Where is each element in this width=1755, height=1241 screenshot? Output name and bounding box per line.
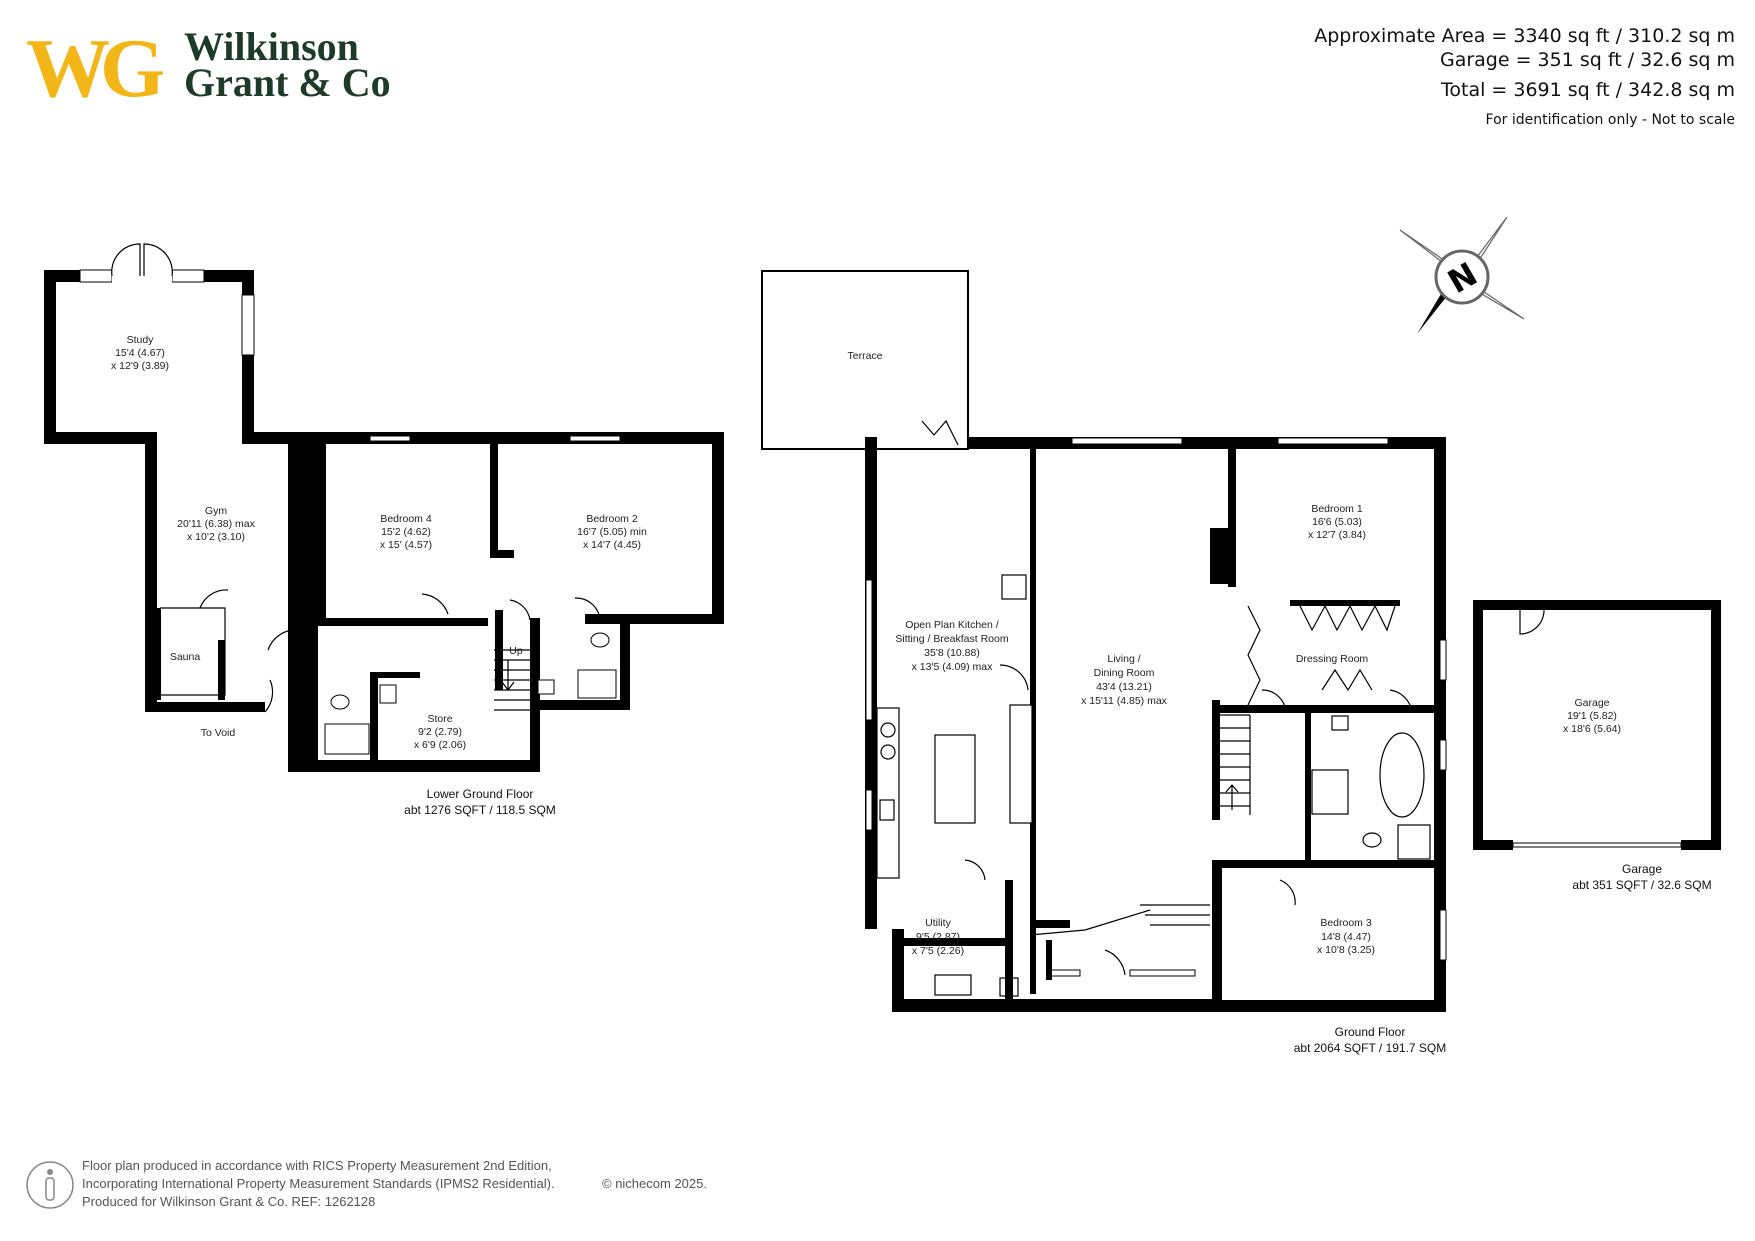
- garage-area: abt 351 SQFT / 32.6 SQM: [1572, 878, 1711, 892]
- room-dressing-name: Dressing Room: [1296, 653, 1369, 665]
- room-bedroom4-name: Bedroom 4: [380, 513, 432, 525]
- room-garage-dim2: x 18'6 (5.64): [1563, 723, 1621, 735]
- logo-name-line1: Wilkinson: [184, 24, 359, 69]
- room-living-name1: Living /: [1107, 653, 1140, 665]
- area-garage: Garage = 351 sq ft / 32.6 sq m: [1440, 49, 1735, 71]
- room-garage-dim1: 19'1 (5.82): [1567, 710, 1617, 722]
- room-bedroom4-dim2: x 15' (4.57): [380, 539, 432, 551]
- room-bedroom2-dim2: x 14'7 (4.45): [583, 539, 641, 551]
- lower-ground-title: Lower Ground Floor: [427, 787, 534, 801]
- footer-line2: Incorporating International Property Mea…: [82, 1176, 555, 1191]
- room-bedroom1-name: Bedroom 1: [1311, 503, 1363, 515]
- room-bedroom2-name: Bedroom 2: [586, 513, 638, 525]
- area-total: Total = 3691 sq ft / 342.8 sq m: [1440, 79, 1735, 101]
- brand-logo: WG Wilkinson Grant & Co: [26, 22, 391, 115]
- room-store-name: Store: [427, 713, 452, 725]
- room-bedroom3-name: Bedroom 3: [1320, 917, 1372, 929]
- room-gym-name: Gym: [205, 505, 227, 517]
- footer-copyright: © nichecom 2025.: [602, 1176, 707, 1191]
- person-icon: [26, 1161, 74, 1209]
- room-bedroom3-dim1: 14'8 (4.47): [1321, 931, 1371, 943]
- room-gym-dim1: 20'11 (6.38) max: [177, 518, 255, 530]
- room-study-dim2: x 12'9 (3.89): [111, 360, 169, 372]
- ground-floor-area: abt 2064 SQFT / 191.7 SQM: [1294, 1041, 1447, 1055]
- compass-icon: N: [1399, 216, 1525, 334]
- room-utility-dim1: 9'5 (2.87): [916, 931, 960, 943]
- logo-name-line2: Grant & Co: [184, 60, 391, 105]
- footer: Floor plan produced in accordance with R…: [26, 1158, 707, 1209]
- room-kitchen-name2: Sitting / Breakfast Room: [895, 633, 1008, 645]
- room-living-name2: Dining Room: [1094, 667, 1155, 679]
- room-store-dim1: 9'2 (2.79): [418, 726, 462, 738]
- area-approx: Approximate Area = 3340 sq ft / 310.2 sq…: [1314, 25, 1735, 47]
- room-kitchen-dim1: 35'8 (10.88): [924, 647, 980, 659]
- room-utility-dim2: x 7'5 (2.26): [912, 945, 964, 957]
- to-void-label: To Void: [201, 727, 236, 739]
- room-gym-dim2: x 10'2 (3.10): [187, 531, 245, 543]
- lower-ground-floor-plan: Study 15'4 (4.67) x 12'9 (3.89) Gym 20'1…: [44, 243, 724, 817]
- room-utility-name: Utility: [925, 917, 951, 929]
- room-bedroom1-dim2: x 12'7 (3.84): [1308, 529, 1366, 541]
- room-bedroom3-dim2: x 10'8 (3.25): [1317, 944, 1375, 956]
- room-sauna-name: Sauna: [170, 651, 201, 663]
- footer-line1: Floor plan produced in accordance with R…: [82, 1158, 552, 1173]
- room-study-name: Study: [127, 334, 155, 346]
- room-living-dim1: 43'4 (13.21): [1096, 681, 1152, 693]
- garage-plan: Garage 19'1 (5.82) x 18'6 (5.64) Garage …: [1473, 600, 1721, 892]
- room-bedroom2-dim1: 16'7 (5.05) min: [577, 526, 647, 538]
- scale-note: For identification only - Not to scale: [1486, 112, 1735, 128]
- footer-line3: Produced for Wilkinson Grant & Co. REF: …: [82, 1194, 375, 1209]
- stairs-up-label: Up: [509, 645, 523, 657]
- room-kitchen-dim2: x 13'5 (4.09) max: [912, 661, 994, 673]
- lower-ground-area: abt 1276 SQFT / 118.5 SQM: [404, 803, 556, 817]
- room-study-dim1: 15'4 (4.67): [115, 347, 165, 359]
- room-bedroom4-dim1: 15'2 (4.62): [381, 526, 431, 538]
- logo-monogram: WG: [26, 22, 164, 115]
- ground-floor-plan: Terrace Open Plan Kitchen / Sitting / Br…: [761, 270, 1447, 1055]
- room-living-dim2: x 15'11 (4.85) max: [1081, 695, 1168, 707]
- area-summary: Approximate Area = 3340 sq ft / 310.2 sq…: [1314, 25, 1735, 128]
- room-bedroom1-dim1: 16'6 (5.03): [1312, 516, 1362, 528]
- room-kitchen-name1: Open Plan Kitchen /: [905, 619, 998, 631]
- room-store-dim2: x 6'9 (2.06): [414, 739, 466, 751]
- garage-title: Garage: [1622, 862, 1662, 876]
- room-terrace-name: Terrace: [847, 350, 882, 362]
- room-garage-name: Garage: [1574, 697, 1609, 709]
- ground-floor-title: Ground Floor: [1335, 1025, 1406, 1039]
